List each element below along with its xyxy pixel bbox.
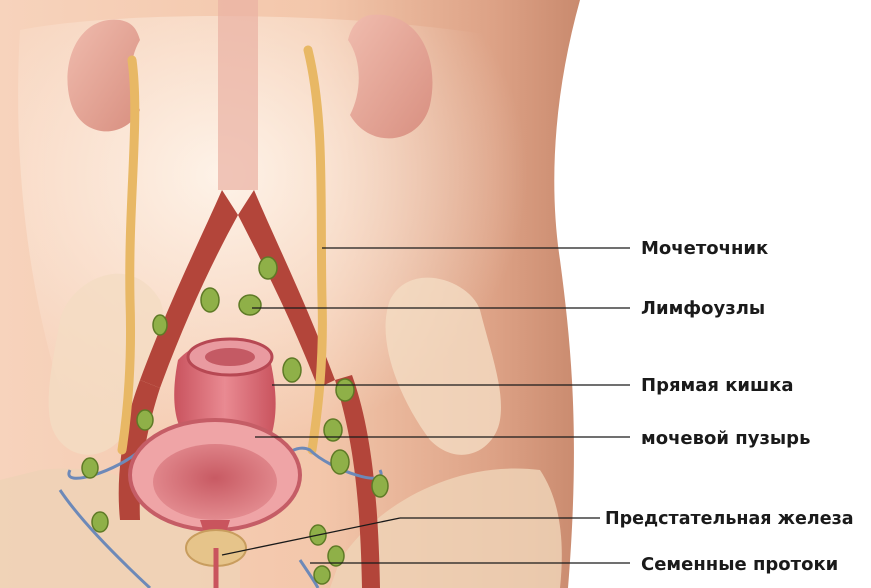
label-seminal-ducts: Семенные протоки: [641, 554, 838, 576]
label-bladder: мочевой пузырь: [641, 428, 810, 450]
label-rectum: Прямая кишка: [641, 375, 794, 397]
label-lymph-nodes: Лимфоузлы: [641, 298, 765, 320]
label-ureter: Мочеточник: [641, 238, 768, 260]
label-prostate: Предстательная железа: [605, 508, 854, 530]
